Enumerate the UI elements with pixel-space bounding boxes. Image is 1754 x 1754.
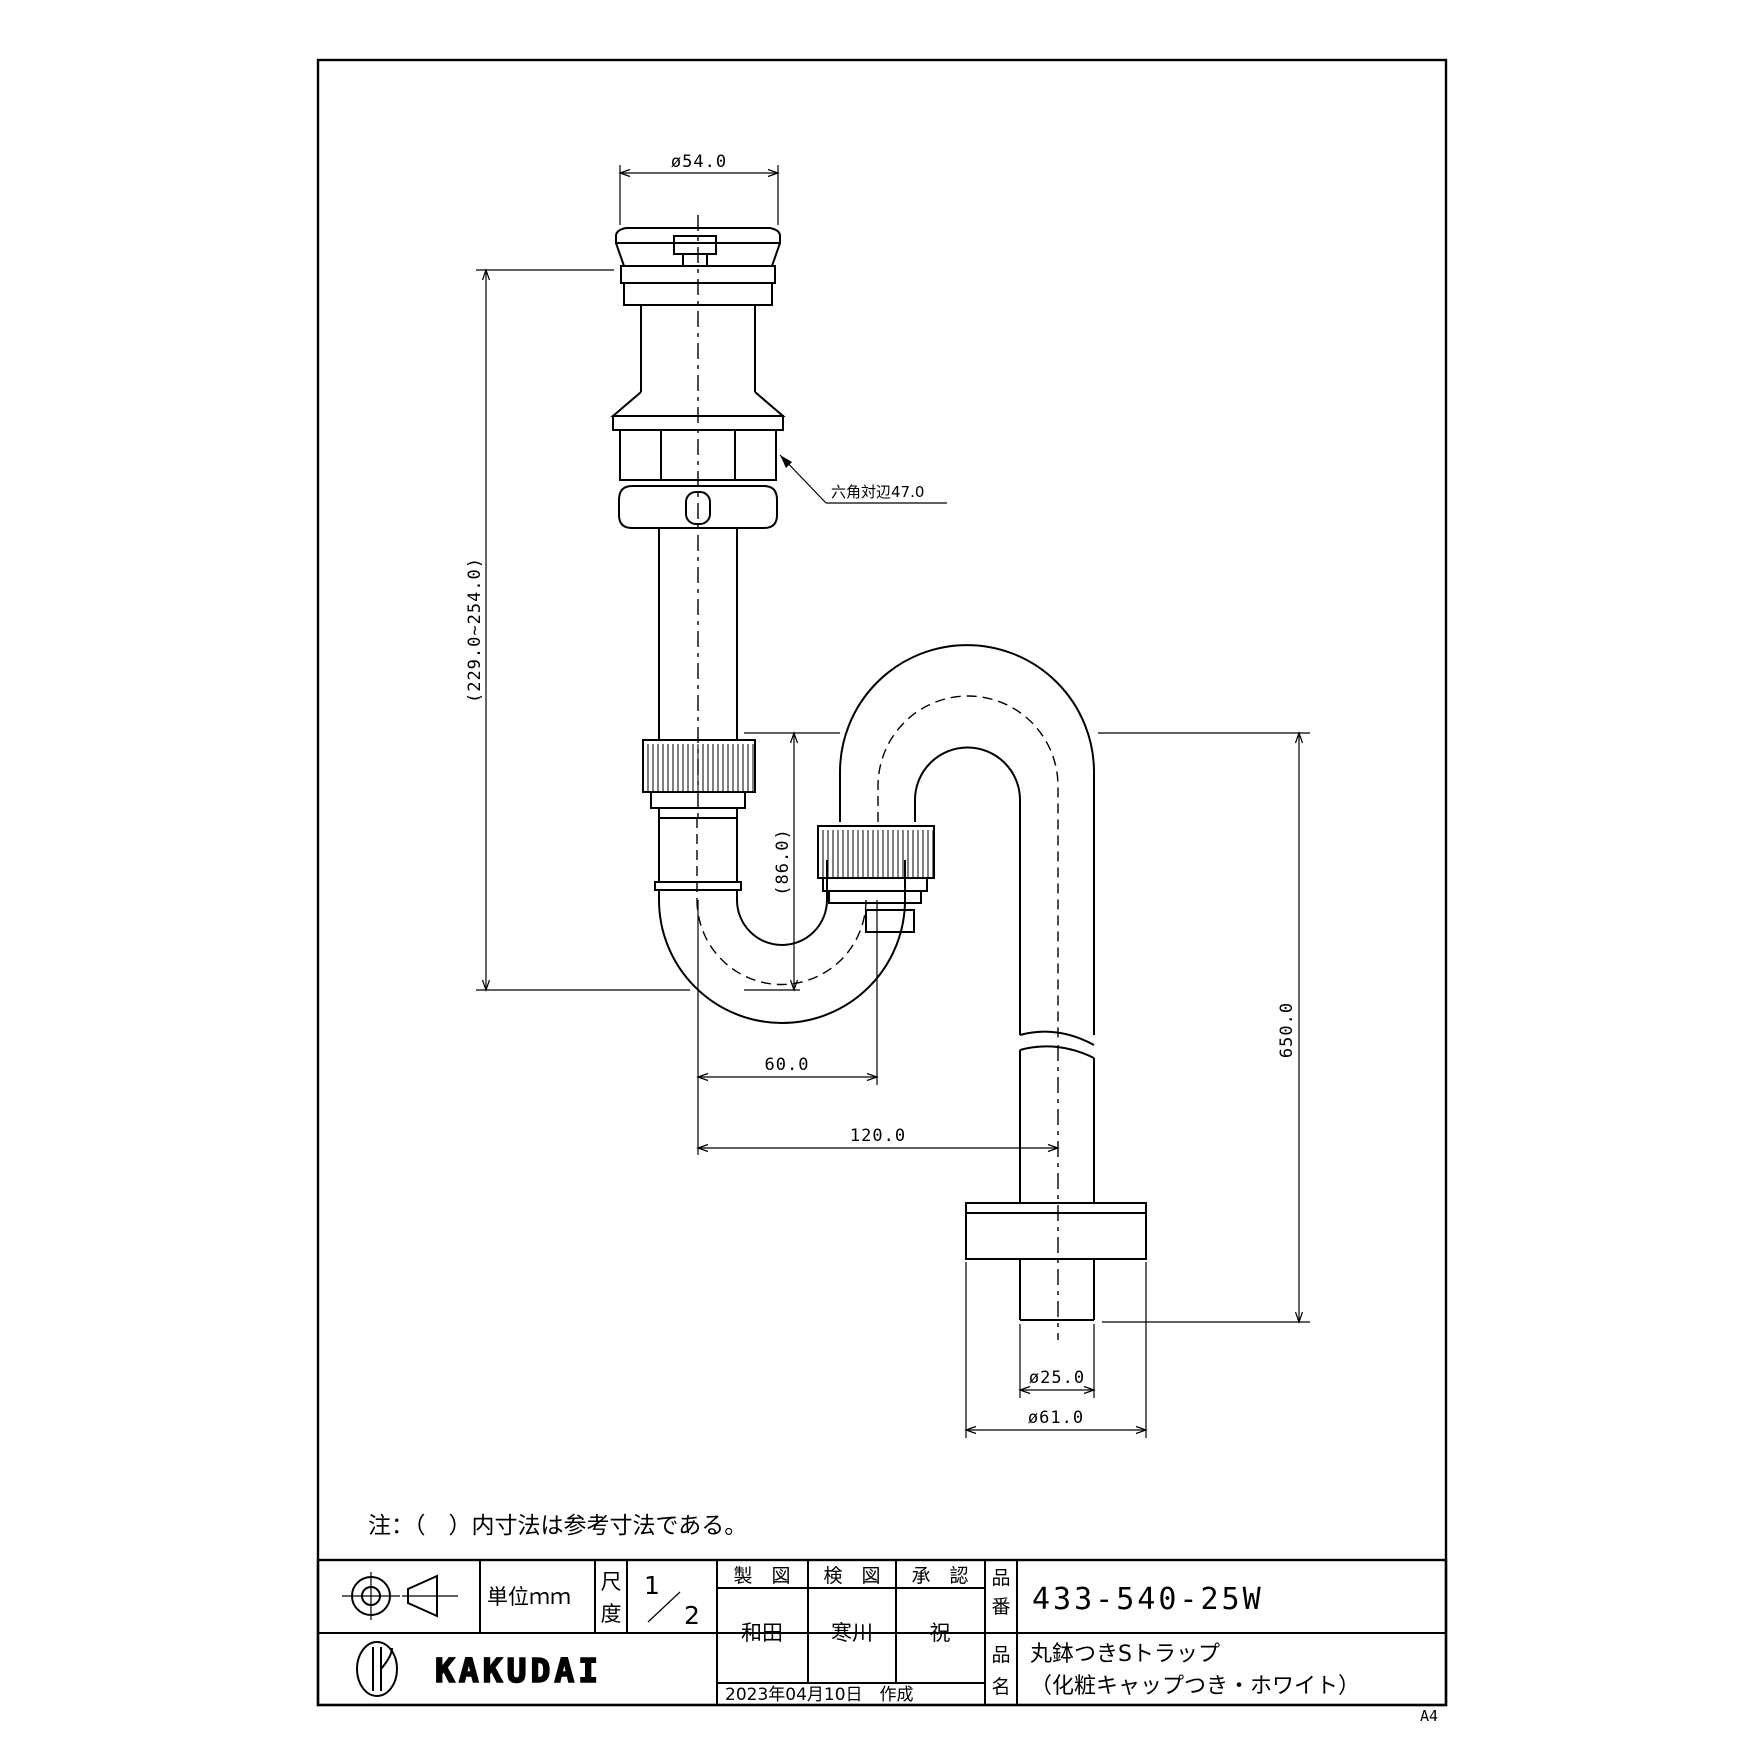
lower-u-bend: [658, 890, 906, 1024]
scale-label-2: 度: [601, 1602, 622, 1626]
brand-name: KAKUDAI: [435, 1651, 602, 1690]
part-name-label-2: 名: [991, 1676, 1010, 1698]
dim-pipe-diameter: ø25.0: [1029, 1368, 1085, 1388]
kakudai-logo-icon: [356, 1641, 398, 1697]
dim-flange-diameter: ø61.0: [1028, 1408, 1084, 1428]
title-block: 単位ｍｍ 尺 度 1 2 製 図 検 図 承 認 和田 寒川 祝 2023年04…: [316, 1558, 1448, 1707]
drawn-header: 製 図: [733, 1565, 790, 1587]
paper-size: A4: [1420, 1707, 1438, 1725]
trap-part-outline: [610, 215, 1147, 1340]
part-no-label-2: 番: [991, 1596, 1010, 1618]
scale-label-1: 尺: [601, 1570, 622, 1594]
scale-numerator: 1: [644, 1571, 660, 1600]
unit-label: 単位ｍｍ: [487, 1585, 571, 1609]
dim-trap-width: 60.0: [765, 1055, 810, 1075]
wall-flange: [965, 1202, 1147, 1260]
approved-header: 承 認: [911, 1565, 968, 1587]
drawing-frame: [316, 58, 1448, 1707]
approved-by: 祝: [930, 1621, 951, 1645]
checked-header: 検 図: [823, 1565, 880, 1587]
dim-offset: 120.0: [850, 1126, 906, 1146]
reference-dimension-note: 注：（ ）内寸法は参考寸法である。: [368, 1513, 747, 1539]
created-date: 2023年04月10日 作成: [725, 1685, 914, 1705]
dim-drop-length: 650.0: [1277, 1002, 1297, 1058]
drawn-by: 和田: [741, 1621, 783, 1645]
part-name-label-1: 品: [991, 1644, 1010, 1666]
dim-overall-height: (229.0~254.0): [465, 557, 485, 703]
part-name-line-2: （化粧キャップつき・ホワイト）: [1030, 1674, 1360, 1699]
lower-nut: [618, 485, 778, 529]
dim-trap-depth: (86.0): [773, 828, 793, 895]
scale-slash: [647, 1591, 681, 1623]
dim-top-diameter: ø54.0: [671, 152, 727, 172]
third-angle-projection-icon: [342, 1572, 458, 1620]
knurled-nut-lower: [817, 825, 935, 879]
decorative-cap: [615, 227, 781, 244]
scale-denominator: 2: [684, 1601, 700, 1630]
upper-inverted-u: [839, 644, 1095, 1035]
part-number: 433-540-25W: [1032, 1582, 1264, 1617]
part-name-line-1: 丸鉢つきSトラップ: [1030, 1642, 1220, 1667]
dimensions: ø54.0 六角対辺47.0 (229.0~254.0) (86.0) 650.…: [465, 152, 1310, 1438]
checked-by: 寒川: [831, 1621, 873, 1645]
part-no-label-1: 品: [991, 1567, 1010, 1589]
dim-hex-across-flats: 六角対辺47.0: [831, 483, 924, 501]
